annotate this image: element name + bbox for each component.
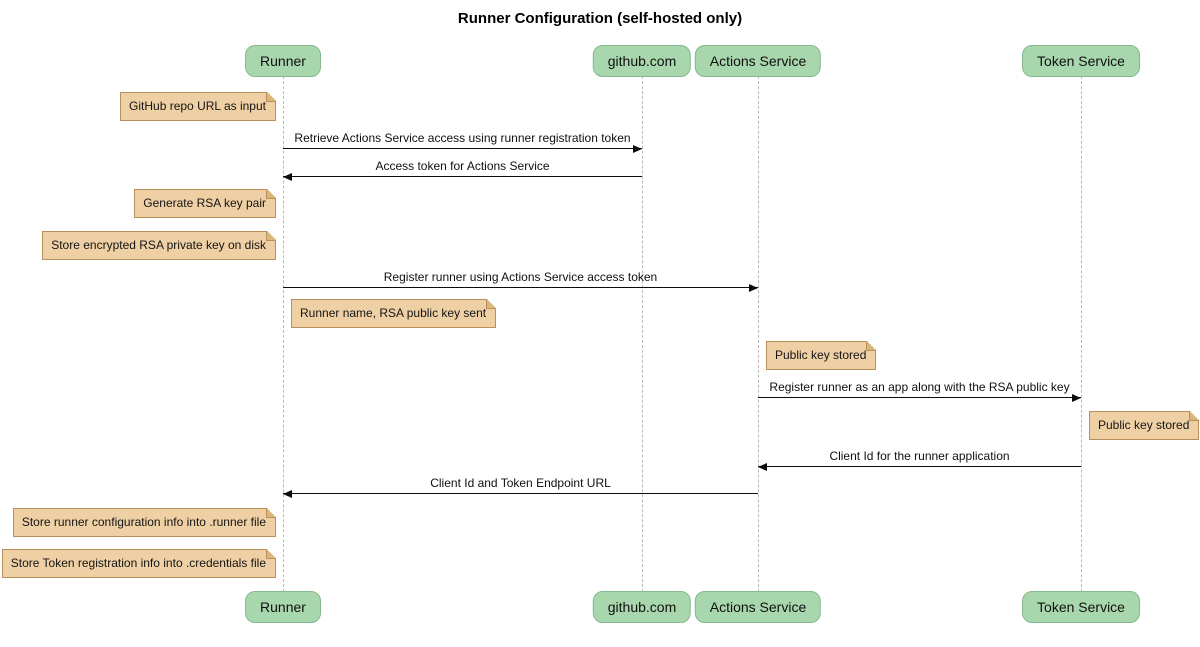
participant-runner-top: Runner [245,45,321,77]
participant-runner-bottom: Runner [245,591,321,623]
lifeline-github [642,76,643,592]
message-line [758,466,1081,467]
note-fold-corner [266,92,276,102]
arrowhead [633,144,642,153]
note: Store runner configuration info into .ru… [12,508,276,537]
arrowhead [283,489,292,498]
participant-token-top: Token Service [1022,45,1140,77]
lifeline-actions [758,76,759,592]
note: Public key stored [1089,411,1200,440]
message-label: Retrieve Actions Service access using ru… [294,131,631,145]
participant-token-bottom: Token Service [1022,591,1140,623]
arrowhead [749,283,758,292]
lifeline-token [1081,76,1082,592]
note: Store Token registration info into .cred… [1,549,276,578]
message-line [283,493,758,494]
note-fold-corner [1189,411,1200,421]
message-line [283,287,758,288]
note: Generate RSA key pair [134,189,276,218]
arrowhead [758,462,767,471]
note-fold-corner [486,299,497,309]
message-label: Client Id for the runner application [829,449,1010,463]
message-label: Register runner as an app along with the… [769,380,1070,394]
participant-actions-bottom: Actions Service [694,591,822,623]
message-line [283,176,642,177]
note-fold-corner [266,508,276,518]
participant-github-top: github.com [592,45,692,77]
note-fold-corner [266,549,276,559]
note: Public key stored [766,341,877,370]
diagram-title: Runner Configuration (self-hosted only) [457,10,743,27]
message-label: Register runner using Actions Service ac… [383,270,658,284]
note: GitHub repo URL as input [120,92,276,121]
participant-github-bottom: github.com [592,591,692,623]
participant-actions-top: Actions Service [694,45,822,77]
note: Store encrypted RSA private key on disk [42,231,276,260]
arrowhead [283,172,292,181]
message-line [758,397,1081,398]
note-fold-corner [266,231,276,241]
message-line [283,148,642,149]
note: Runner name, RSA public key sent [291,299,497,328]
arrowhead [1072,393,1081,402]
message-label: Access token for Actions Service [375,159,550,173]
note-fold-corner [266,189,276,199]
message-label: Client Id and Token Endpoint URL [430,476,611,490]
note-fold-corner [866,341,877,351]
lifeline-runner [283,76,284,592]
